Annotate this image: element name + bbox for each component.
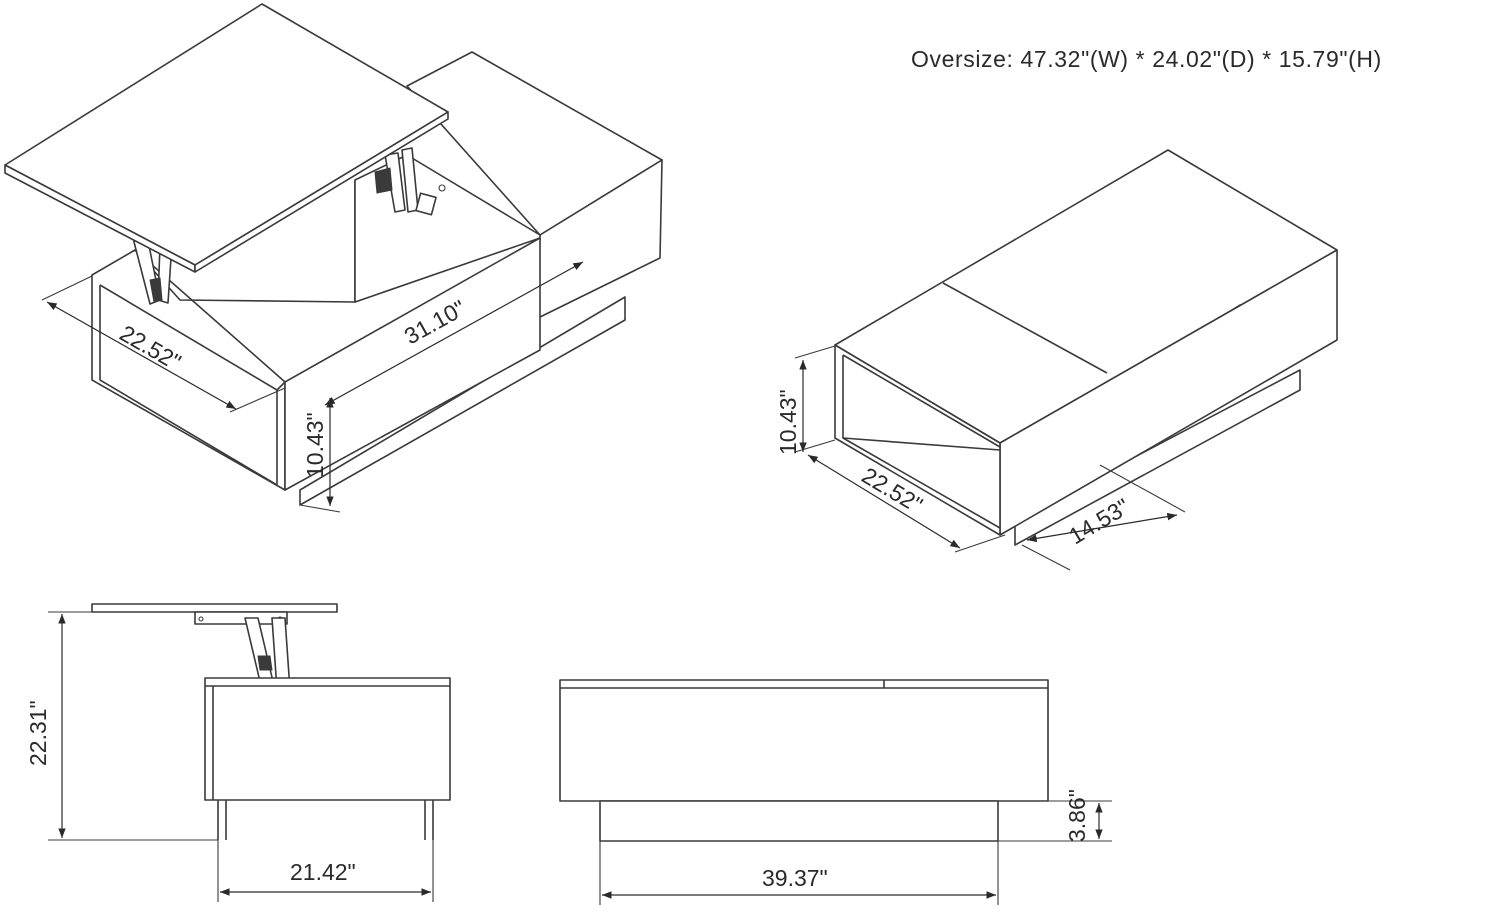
side-base-width: 21.42" [290, 859, 356, 885]
front-base-length: 39.37" [762, 865, 828, 891]
oversize-title: Oversize: 47.32"(W) * 24.02"(D) * 15.79"… [911, 46, 1382, 72]
closed-iso-height: 10.43" [775, 389, 801, 455]
closed-iso-view: 10.43" 22.52" 14.53" [775, 149, 1338, 571]
front-view: 3.86" 39.37" [559, 679, 1112, 905]
open-iso-view: 22.52" 31.10" 10.43" [4, 3, 663, 513]
open-iso-height: 10.43" [302, 412, 328, 478]
side-raised-height: 22.31" [25, 700, 51, 766]
front-base-height: 3.86" [1064, 789, 1090, 842]
side-view: 22.31" 21.42" [25, 603, 451, 902]
